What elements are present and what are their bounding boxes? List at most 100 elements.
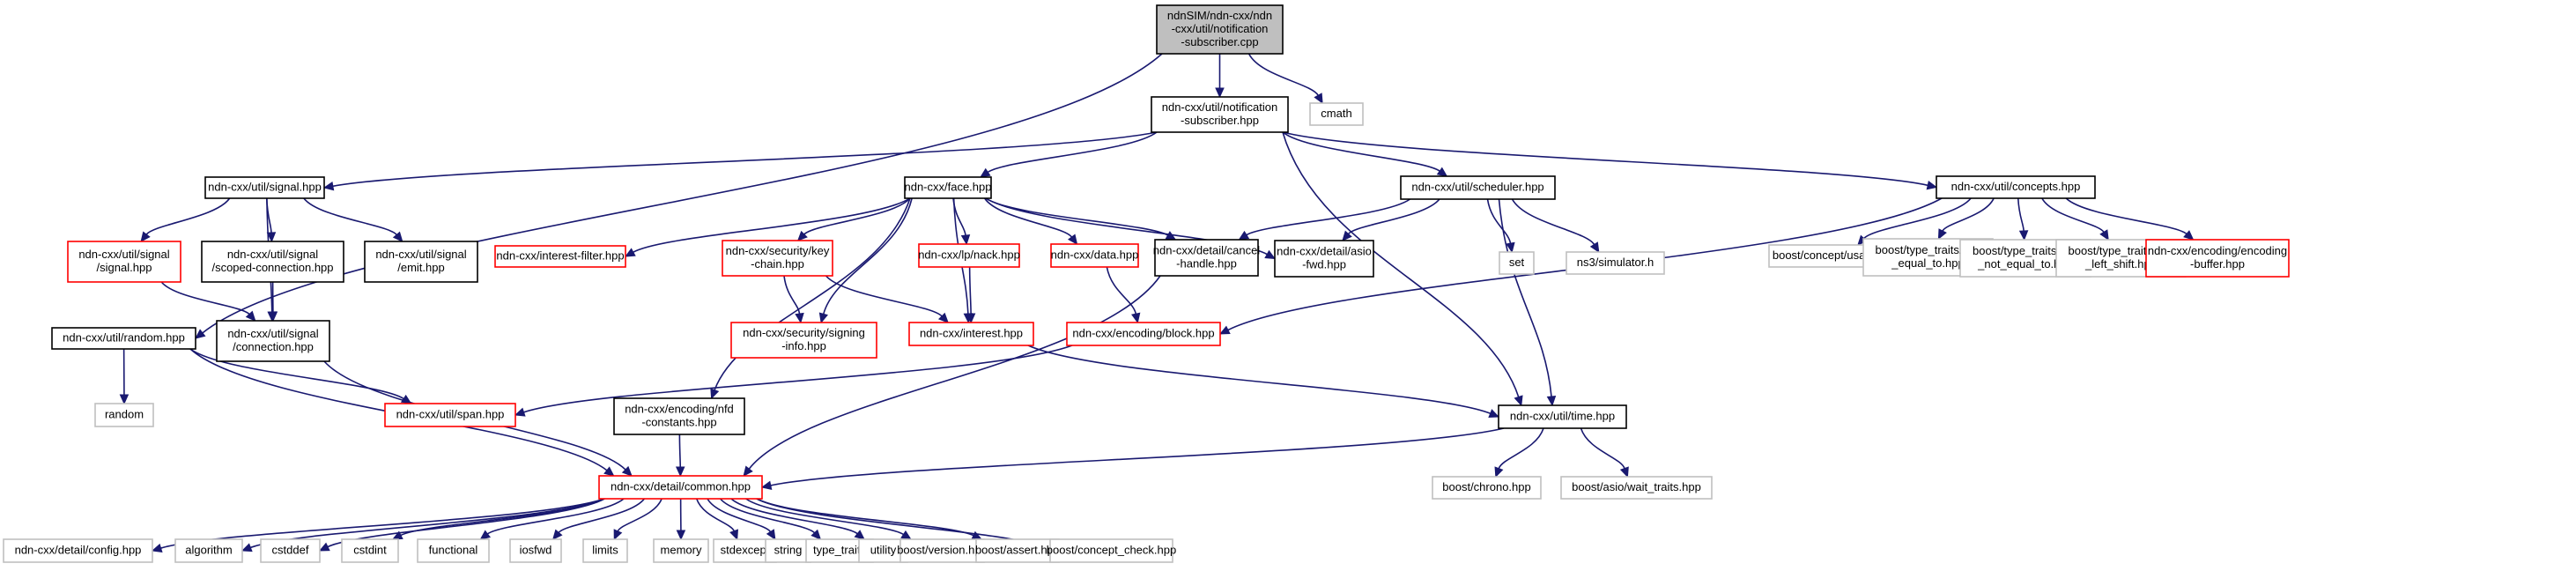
node-box <box>1066 322 1221 346</box>
node-utility: utility <box>858 538 908 563</box>
edge-notif_hpp-to-signal_hpp <box>332 131 1158 188</box>
node-root[interactable]: ndnSIM/ndn-cxx/ndn-cxx/util/notification… <box>1156 4 1284 55</box>
node-box <box>1154 239 1259 277</box>
edge-time_hpp-to-common <box>770 427 1505 486</box>
node-label: boost/type_traits/has <box>1973 244 2078 257</box>
node-boost-assert: boost/assert.hpp <box>975 538 1060 563</box>
node-label: ndn-cxx/util/random.hpp <box>63 331 185 345</box>
node-scheduler-hpp[interactable]: ndn-cxx/util/scheduler.hpp <box>1400 175 1556 200</box>
node-key-chain[interactable]: ndn-cxx/security/key-chain.hpp <box>722 240 833 277</box>
node-label: ndn-cxx/util/signal <box>227 327 318 340</box>
edge-scheduler_hpp-to-simulator <box>1511 198 1595 245</box>
arrowhead-icon <box>479 530 492 540</box>
node-common[interactable]: ndn-cxx/detail/common.hpp <box>598 475 763 500</box>
arrowhead-icon <box>743 465 753 477</box>
node-connection[interactable]: ndn-cxx/util/signal/connection.hpp <box>216 320 330 362</box>
edge-concepts_hpp-to-has_not_equal <box>2017 197 2025 232</box>
node-label: -subscriber.cpp <box>1181 35 1258 48</box>
node-label: string <box>774 544 803 557</box>
node-label: ndnSIM/ndn-cxx/ndn <box>1167 9 1272 22</box>
node-time-hpp[interactable]: ndn-cxx/util/time.hpp <box>1498 404 1627 429</box>
node-limits: limits <box>582 538 628 563</box>
arrowhead-icon <box>1506 241 1515 254</box>
arrowhead-icon <box>1546 396 1557 407</box>
node-label: type_traits <box>813 544 866 557</box>
node-label: /emit.hpp <box>397 261 444 274</box>
edge-concepts_hpp-to-encoding_buffer <box>2065 197 2187 235</box>
node-label: ndn-cxx/util/time.hpp <box>1510 410 1615 423</box>
node-asio-fwd[interactable]: ndn-cxx/detail/asio-fwd.hpp <box>1274 240 1374 278</box>
edge-notif_hpp-to-time_hpp <box>1282 131 1520 397</box>
node-sig-signal[interactable]: ndn-cxx/util/signal/signal.hpp <box>67 241 181 283</box>
node-label: random <box>105 408 144 421</box>
edge-random_hpp-to-span <box>189 348 404 400</box>
arrowhead-icon <box>729 529 738 541</box>
edge-face_hpp-to-interest_filter <box>633 197 911 253</box>
edge-common-to-type_traits <box>720 498 816 534</box>
node-nack[interactable]: ndn-cxx/lp/nack.hpp <box>918 243 1020 268</box>
arrowhead-icon <box>1238 230 1250 241</box>
edge-scheduler_hpp-to-asio_fwd <box>1347 198 1440 235</box>
node-concepts-hpp[interactable]: ndn-cxx/util/concepts.hpp <box>1936 175 2096 199</box>
node-box <box>364 241 478 283</box>
node-sig-emit[interactable]: ndn-cxx/util/signal/emit.hpp <box>364 241 478 283</box>
edge-scheduler_hpp-to-time_hpp <box>1498 198 1552 397</box>
node-label: ndn-cxx/util/notification <box>1162 100 1278 114</box>
arrowhead-icon <box>119 394 130 405</box>
edge-time_hpp-to-chrono <box>1498 427 1544 470</box>
arrowhead-icon <box>1494 466 1504 478</box>
node-notif-hpp[interactable]: ndn-cxx/util/notification-subscriber.hpp <box>1151 96 1289 133</box>
node-label: ndn-cxx/detail/config.hpp <box>15 544 142 557</box>
edge-cancel_handle-to-common <box>748 275 1161 470</box>
node-box <box>582 538 628 563</box>
arrowhead-icon <box>1067 234 1078 245</box>
node-data-hpp[interactable]: ndn-cxx/data.hpp <box>1050 243 1139 268</box>
node-face-hpp[interactable]: ndn-cxx/face.hpp <box>904 176 992 199</box>
node-label: iosfwd <box>520 544 552 557</box>
node-box <box>904 176 992 199</box>
node-label: -cxx/util/notification <box>1172 22 1269 35</box>
edge-common-to-limits <box>617 498 663 532</box>
arrowhead-icon <box>603 466 615 477</box>
edge-face_hpp-to-signing_info <box>822 197 913 315</box>
edge-face_hpp-to-data_hpp <box>983 197 1073 238</box>
node-random-hpp[interactable]: ndn-cxx/util/random.hpp <box>51 327 196 350</box>
node-label: stdexcept <box>721 544 770 557</box>
edge-common-to-functional <box>486 498 625 535</box>
node-sig-scoped[interactable]: ndn-cxx/util/signal/scoped-connection.hp… <box>201 241 344 283</box>
arrowhead-icon <box>766 529 776 541</box>
arrowhead-icon <box>796 230 808 241</box>
node-set: set <box>1499 251 1535 275</box>
node-interest-hpp[interactable]: ndn-cxx/interest.hpp <box>908 322 1034 346</box>
node-label: ndn-cxx/detail/common.hpp <box>611 480 751 493</box>
nodes-layer: ndnSIM/ndn-cxx/ndn-cxx/util/notification… <box>3 4 2290 563</box>
node-signal-hpp[interactable]: ndn-cxx/util/signal.hpp <box>204 176 325 199</box>
edge-key_chain-to-signing_info <box>783 275 801 315</box>
node-box <box>1151 96 1289 133</box>
arrowhead-icon <box>624 248 636 257</box>
node-cstdint: cstdint <box>341 538 399 563</box>
node-span[interactable]: ndn-cxx/util/span.hpp <box>384 403 516 427</box>
arrowhead-icon <box>966 313 976 324</box>
node-box <box>730 322 877 359</box>
node-interest-filter[interactable]: ndn-cxx/interest-filter.hpp <box>494 245 626 268</box>
node-block-hpp[interactable]: ndn-cxx/encoding/block.hpp <box>1066 322 1221 346</box>
node-signing-info[interactable]: ndn-cxx/security/signing-info.hpp <box>730 322 877 359</box>
node-label: limits <box>592 544 618 557</box>
node-box <box>94 403 154 427</box>
edge-interest_hpp-to-time_hpp <box>1027 345 1492 414</box>
node-label: boost/asio/wait_traits.hpp <box>1572 480 1701 493</box>
node-label: ndn-cxx/util/span.hpp <box>396 408 505 421</box>
arrowhead-icon <box>195 329 206 339</box>
node-cancel-handle[interactable]: ndn-cxx/detail/cancel-handle.hpp <box>1153 239 1261 277</box>
node-label: ndn-cxx/encoding/block.hpp <box>1072 327 1214 340</box>
node-nfd-constants[interactable]: ndn-cxx/encoding/nfd-constants.hpp <box>613 397 745 435</box>
arrowhead-icon <box>2099 229 2109 241</box>
node-chrono: boost/chrono.hpp <box>1432 476 1542 500</box>
node-encoding-buffer[interactable]: ndn-cxx/encoding/encoding-buffer.hpp <box>2145 239 2290 278</box>
edge-root-to-cmath <box>1247 53 1319 96</box>
node-box <box>722 240 833 277</box>
node-label: boost/concept_check.hpp <box>1047 544 1176 557</box>
edge-concepts_hpp-to-has_equal <box>1942 197 1995 232</box>
